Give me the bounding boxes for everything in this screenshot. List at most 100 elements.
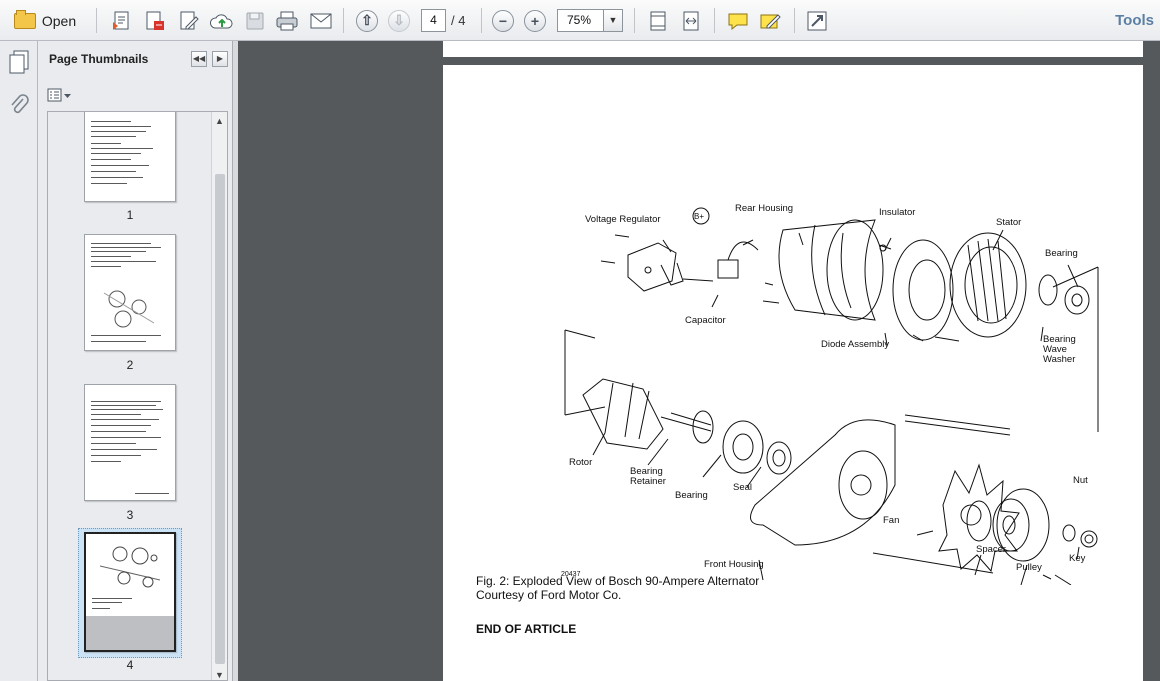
zoom-out-icon: − (492, 9, 514, 32)
figure-number: 20437 (561, 571, 581, 578)
panel-title: Page Thumbnails (49, 52, 149, 66)
separator (96, 8, 97, 33)
create-pdf-button[interactable] (108, 7, 136, 34)
fullscreen-button[interactable] (804, 7, 830, 34)
export-pdf-button[interactable] (141, 7, 169, 34)
thumbnail-scrollbar[interactable]: ▲ ▼ (211, 112, 227, 680)
scroll-down-icon[interactable]: ▼ (215, 670, 224, 680)
comment-icon (728, 13, 748, 30)
end-of-article: END OF ARTICLE (476, 622, 577, 636)
thumbnail-label: 3 (126, 508, 134, 522)
print-button[interactable] (273, 7, 301, 34)
page-down-button[interactable]: ⇩ (386, 7, 412, 34)
label-nut: Nut (1073, 475, 1088, 486)
print-icon (276, 11, 298, 30)
open-folder-icon (13, 9, 36, 29)
fullscreen-icon (807, 11, 827, 30)
zoom-in-icon: + (524, 9, 546, 32)
label-bearing-top: Bearing (1045, 248, 1078, 259)
fit-width-button[interactable] (678, 7, 704, 34)
separator (481, 8, 482, 33)
label-bearing-retainer-1: Bearing (630, 466, 663, 477)
fit-page-icon (650, 11, 666, 30)
label-spacer: Spacer (976, 544, 1006, 555)
fit-width-icon (683, 11, 699, 30)
label-stator: Stator (996, 217, 1021, 228)
chevron-right-icon: ▶ (216, 54, 224, 63)
upload-icon (210, 13, 233, 28)
label-bearing-wave-3: Washer (1043, 354, 1075, 365)
scrollbar-thumb[interactable] (215, 174, 225, 664)
thumbnail-viewport (86, 616, 174, 650)
create-pdf-icon (113, 11, 129, 30)
options-icon (47, 88, 71, 102)
options-menu-button[interactable] (47, 87, 75, 105)
highlight-icon (760, 13, 781, 28)
double-chevron-left-icon: ◀◀ (192, 54, 206, 63)
zoom-out-button[interactable]: − (490, 7, 516, 34)
attachments-tab[interactable] (9, 93, 29, 122)
open-label: Open (41, 12, 77, 29)
edit-button[interactable] (175, 7, 203, 34)
open-button[interactable]: Open (6, 7, 84, 34)
pages-icon (9, 50, 29, 74)
save-icon (246, 12, 264, 29)
label-bearing-wave-2: Wave (1043, 344, 1067, 355)
thumbnail-label: 2 (126, 358, 134, 372)
label-seal: Seal (733, 482, 752, 493)
comment-button[interactable] (724, 7, 752, 34)
page-total: / 4 (451, 13, 466, 28)
label-fan: Fan (883, 515, 899, 526)
navigation-pane-tabs (0, 41, 38, 681)
zoom-dropdown-button[interactable]: ▼ (603, 9, 623, 32)
label-b-plus: B+ (694, 212, 704, 221)
edit-icon (180, 11, 199, 29)
label-front-housing: Front Housing (704, 559, 764, 570)
document-view[interactable]: Voltage Regulator B+ Rear Housing Insula… (238, 41, 1160, 681)
label-key: Key (1069, 553, 1086, 564)
separator (794, 8, 795, 33)
highlight-button[interactable] (757, 7, 785, 34)
label-insulator: Insulator (879, 207, 915, 218)
page-up-icon: ⇧ (356, 9, 378, 32)
upload-button[interactable] (208, 7, 236, 34)
scroll-up-icon[interactable]: ▲ (215, 116, 224, 126)
save-button[interactable] (242, 7, 268, 34)
next-panel-button[interactable]: ▶ (212, 51, 228, 67)
panel-splitter[interactable] (233, 41, 238, 681)
paperclip-icon (11, 94, 29, 114)
label-voltage-regulator: Voltage Regulator (585, 214, 661, 225)
alternator-exploded-diagram: Voltage Regulator B+ Rear Housing Insula… (561, 203, 1099, 585)
thumbnail-page-1[interactable] (84, 112, 176, 202)
page-number-input[interactable]: 4 (421, 9, 446, 32)
thumbnail-label: 4 (126, 658, 134, 672)
separator (343, 8, 344, 33)
label-bearing-wave-1: Bearing (1043, 334, 1076, 345)
label-capacitor: Capacitor (685, 315, 726, 326)
export-pdf-icon (146, 11, 164, 30)
email-button[interactable] (307, 7, 335, 34)
page-down-icon: ⇩ (388, 9, 410, 32)
email-icon (310, 13, 332, 28)
diagram-labels: Voltage Regulator B+ Rear Housing Insula… (561, 203, 1088, 578)
label-pulley: Pulley (1016, 562, 1042, 573)
thumbnail-page-4[interactable] (84, 532, 176, 652)
thumbnails-panel: Page Thumbnails ◀◀ ▶ 1 2 (38, 41, 233, 681)
page-up-button[interactable]: ⇧ (354, 7, 380, 34)
tools-link[interactable]: Tools (1115, 12, 1154, 29)
page-thumbnails-tab[interactable] (7, 49, 31, 80)
fit-page-button[interactable] (645, 7, 671, 34)
collapse-panel-button[interactable]: ◀◀ (191, 51, 207, 67)
zoom-input[interactable]: 75% (557, 9, 604, 32)
label-rear-housing: Rear Housing (735, 203, 793, 214)
label-diode-assembly: Diode Assembly (821, 339, 889, 350)
label-bearing-retainer-2: Retainer (630, 476, 666, 487)
separator (634, 8, 635, 33)
label-bearing-lower: Bearing (675, 490, 708, 501)
previous-page-edge (443, 41, 1143, 57)
thumbnail-page-3[interactable] (84, 384, 176, 501)
zoom-in-button[interactable]: + (522, 7, 548, 34)
thumbnail-list[interactable]: 1 2 3 4 ▲ (47, 111, 228, 681)
thumbnail-page-2[interactable] (84, 234, 176, 351)
document-page: Voltage Regulator B+ Rear Housing Insula… (443, 65, 1143, 681)
